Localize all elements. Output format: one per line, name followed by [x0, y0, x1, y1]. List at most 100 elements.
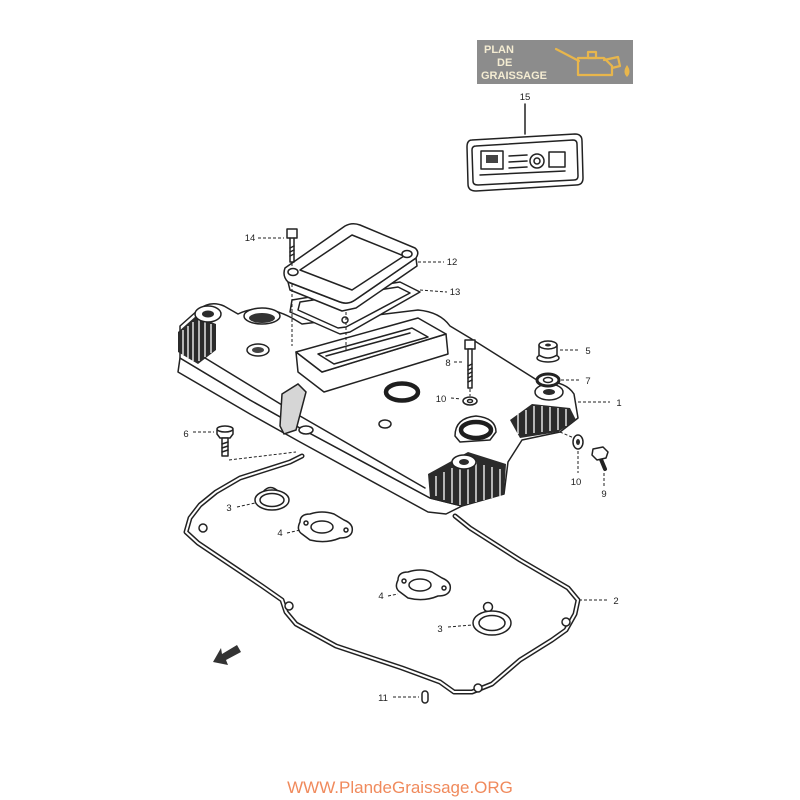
left-bolt-hole: [202, 310, 214, 318]
washer-hole: [576, 439, 580, 445]
callout-label: 3: [226, 503, 231, 514]
ring-hole: [343, 527, 349, 533]
boss-washer: 7: [535, 372, 591, 388]
gasket-hole: [341, 316, 349, 324]
logo: PLAN DE GRAISSAGE: [477, 40, 633, 84]
leader-line: [419, 289, 448, 293]
oil-can-body: [576, 56, 614, 77]
ring-inner: [478, 614, 506, 632]
gasket-bolt-lobe: [473, 683, 483, 693]
breather-chamber: [295, 317, 449, 393]
plate-symbol-circle: [529, 153, 545, 169]
alignment-line: [559, 431, 575, 439]
plate-symbol-fill: [486, 155, 498, 163]
ring-hole: [303, 520, 309, 526]
center-washer: 10: [436, 394, 478, 406]
bolt-thread: [467, 363, 473, 383]
cooling-fins-left: [178, 316, 216, 364]
footer-url: WWW.PlandeGraissage.ORG: [287, 778, 513, 797]
leader-line: [286, 529, 301, 534]
ring-outer: [472, 610, 512, 636]
ring-inner: [310, 520, 334, 534]
oil-can-icon: [554, 47, 630, 77]
washer-hole: [466, 398, 474, 404]
leader-line: [450, 397, 462, 400]
oil-can-spout: [554, 47, 581, 63]
callout-label: 14: [245, 233, 256, 244]
plate-symbol-square: [548, 151, 566, 168]
right-washer: 10: [559, 431, 584, 488]
ring-hole: [401, 578, 407, 584]
plug-hole-ring: 3: [226, 486, 290, 514]
gasket-bolt-lobe: [284, 601, 294, 611]
callout-label: 6: [183, 429, 188, 440]
leader-line: [447, 624, 473, 628]
gasket-bolt-lobe: [198, 523, 208, 533]
fin-lines: [435, 460, 501, 505]
ring-hole: [441, 585, 447, 591]
callout-label: 5: [585, 346, 590, 357]
callout-label: 2: [613, 596, 618, 607]
left-bolt: 6: [183, 425, 297, 461]
callout-label: 11: [378, 693, 388, 704]
cover-hump-recess: [249, 313, 275, 323]
label-plate: 15: [466, 92, 584, 192]
cooling-fins-right: [510, 404, 576, 438]
breather-top: [295, 317, 447, 373]
washer-outer: [462, 396, 478, 406]
plate-bolt: 14: [245, 228, 298, 268]
cover-gasket: 2: [183, 453, 619, 695]
bolt-head: [286, 228, 298, 239]
plate-top: [283, 222, 419, 304]
callout-label: 13: [450, 287, 461, 298]
grommet: 5: [536, 340, 591, 363]
oil-can-handle: [602, 55, 622, 70]
callout-label: 4: [378, 591, 383, 602]
callout-label: 8: [445, 358, 450, 369]
flanged-ring: [297, 511, 354, 543]
gasket-bolt-lobe: [561, 617, 571, 627]
callout-label: 10: [436, 394, 447, 405]
fin-lines: [182, 320, 212, 361]
spark-plug-hole: [383, 381, 421, 403]
leader-line: [236, 502, 256, 508]
plate-symbol-lines: [508, 154, 528, 169]
center-bolt: 8: [445, 339, 476, 396]
plate-outline: [466, 133, 584, 192]
gasket-inner-line: [185, 455, 579, 693]
breather-recess: [317, 327, 429, 365]
fin-lines: [517, 406, 567, 434]
plate-symbol-dot: [533, 157, 541, 165]
callout-label: 1: [616, 398, 621, 409]
plate-bolt-hole: [401, 249, 413, 259]
bolt-head-top: [216, 425, 234, 433]
plate-bottom-line: [479, 170, 566, 176]
grommet-hole: [545, 343, 551, 347]
callout-label: 12: [447, 257, 458, 268]
plate-symbol-box: [480, 150, 504, 170]
oil-drop: [624, 65, 630, 77]
flanged-ring: [395, 569, 452, 601]
cover-small-hole-inner: [252, 347, 264, 353]
breather-inner-line: [325, 332, 411, 357]
callout-label: 3: [437, 624, 442, 635]
cover-bolt-hole: [298, 425, 314, 435]
plate-bolt-hole: [287, 267, 299, 277]
logo-line-2: DE: [497, 57, 512, 69]
ring-inner: [259, 492, 285, 508]
arrow-icon: [213, 645, 241, 665]
dowel-pin: 11: [378, 690, 429, 704]
ring-tab: [482, 601, 494, 613]
fin-block: [428, 452, 506, 506]
plug-hole-ring: 3: [437, 601, 512, 636]
logo-line-1: PLAN: [484, 44, 514, 56]
leader-line: [387, 593, 399, 597]
logo-line-3: GRAISSAGE: [481, 70, 547, 82]
cooling-fins-front: [428, 452, 506, 506]
cylinder-head-cover: 1: [177, 303, 622, 515]
bolt-head: [591, 446, 609, 461]
bolt-thread: [221, 441, 229, 453]
bolt-thread: [289, 245, 295, 257]
spark-plug-hole: [458, 419, 494, 441]
